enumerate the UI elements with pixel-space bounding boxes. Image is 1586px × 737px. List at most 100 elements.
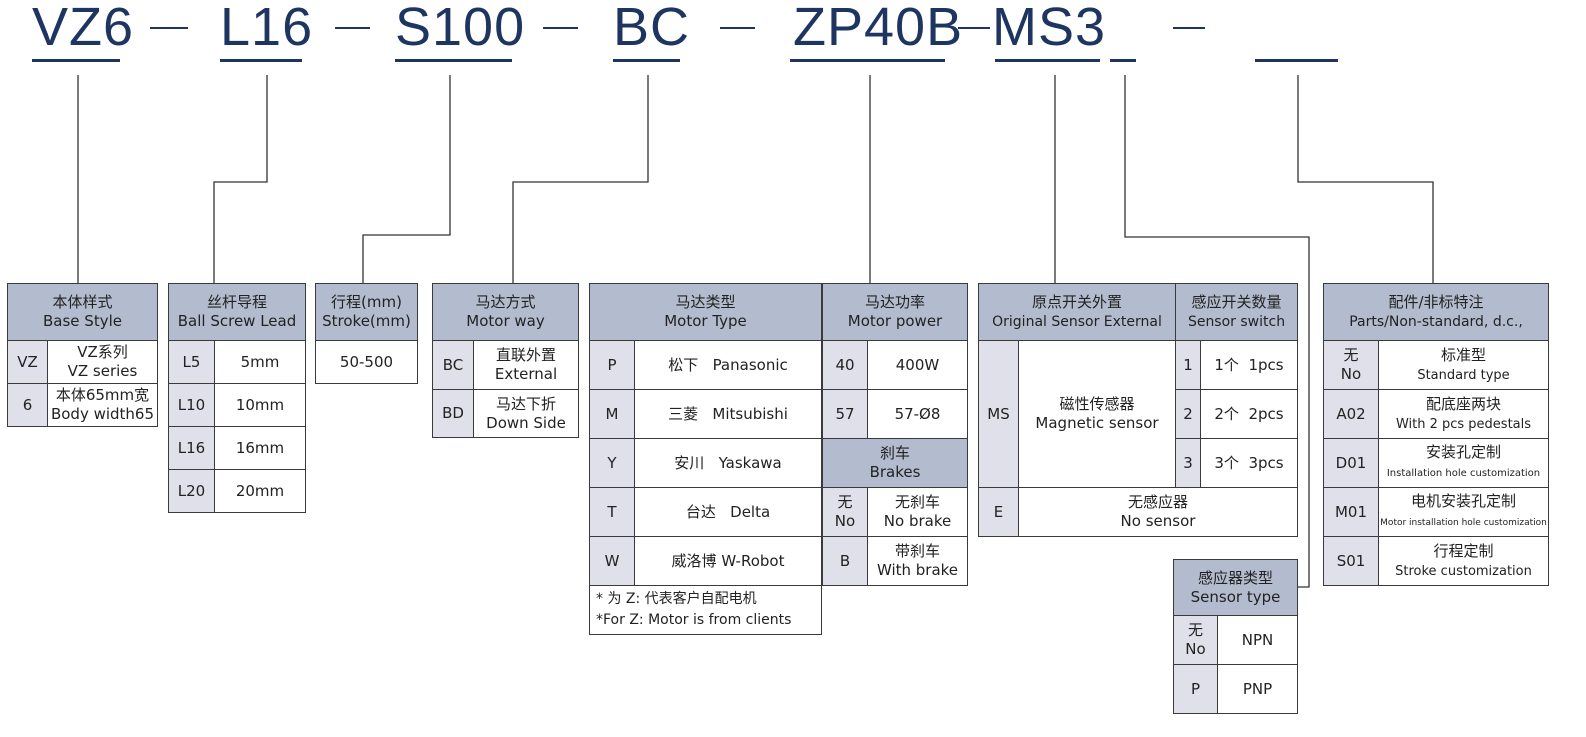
cell-text: Base Style	[43, 312, 122, 330]
cell-text: With brake	[876, 561, 959, 579]
option-code: 6	[7, 383, 48, 427]
code-lead: L16	[220, 0, 314, 57]
cell-text: Motor way	[466, 312, 545, 330]
code-sensor: MS3	[992, 0, 1107, 57]
option-code: E	[978, 487, 1019, 537]
code-motor: ZP40B	[793, 0, 964, 57]
underline	[220, 59, 302, 62]
cell-text: 感应开关数量	[1191, 292, 1282, 311]
cell-text: Brakes	[869, 463, 921, 481]
cell-text: Magnetic sensor	[1035, 414, 1159, 432]
cell-text: 三菱	[668, 404, 699, 423]
cell-text: 感应器类型	[1197, 568, 1273, 587]
cell-text: Sensor type	[1190, 587, 1281, 606]
cell-text: Panasonic	[712, 355, 788, 374]
option-code: 3	[1175, 438, 1202, 488]
cell-text: 原点开关外置	[1032, 292, 1123, 311]
underline	[995, 59, 1100, 62]
option-code: S01	[1323, 536, 1379, 586]
option-code: P	[589, 340, 635, 390]
code-stroke: S100	[395, 0, 526, 57]
cell-text: 行程定制	[1433, 541, 1494, 560]
cell-text: 丝杆导程	[206, 293, 267, 311]
cell-text: Motor installation hole customization	[1380, 517, 1547, 528]
option-code: 57	[822, 389, 868, 439]
cell-text: No	[1185, 640, 1206, 658]
cell-text: 松下	[668, 355, 699, 374]
option-code: A02	[1323, 389, 1379, 439]
underline	[613, 59, 680, 62]
cell-text: 马达类型	[675, 293, 736, 311]
cell-text: Motor Type	[664, 312, 747, 330]
option-code: 40	[822, 340, 868, 390]
code-motor-way: BC	[613, 0, 691, 57]
cell-text: Down Side	[486, 413, 566, 432]
motor-note: * 为 Z: 代表客户自配电机*For Z: Motor is from cli…	[589, 585, 822, 635]
cell-text: 本体样式	[52, 293, 113, 311]
cell-text: 无	[1343, 346, 1359, 364]
cell-text: VZ系列	[77, 343, 128, 361]
cell-text: 行程(mm)	[331, 293, 402, 311]
cell-text: Motor power	[847, 312, 943, 330]
cell-text: Sensor switch	[1187, 313, 1286, 330]
option-code: W	[589, 536, 635, 586]
option-code: M	[589, 389, 635, 439]
separator	[1173, 27, 1205, 29]
separator	[958, 27, 990, 29]
option-description: 配底座两块 With 2 pcs pedestals	[1378, 389, 1549, 439]
option-description: 20mm	[214, 469, 306, 513]
option-code: L16	[168, 426, 215, 470]
cell-text: With 2 pcs pedestals	[1395, 416, 1532, 432]
cell-text: No	[1340, 365, 1362, 383]
cell-text: 威洛博	[671, 551, 717, 570]
option-description: NPN	[1217, 615, 1298, 665]
underline	[395, 59, 512, 62]
option-code: 2	[1175, 389, 1202, 439]
option-description: 威洛博 W-Robot	[634, 536, 822, 586]
option-description: 16mm	[214, 426, 306, 470]
separator	[150, 27, 188, 29]
underline	[1110, 59, 1136, 62]
cell-text: No brake	[883, 512, 952, 530]
option-code: MS	[978, 340, 1019, 488]
table-header: 行程(mm)Stroke(mm)	[315, 283, 418, 341]
option-description: 1个 1pcs	[1200, 340, 1298, 390]
cell-text: No	[834, 512, 856, 530]
option-code: M01	[1323, 487, 1379, 537]
option-code: VZ	[7, 340, 48, 384]
cell-text: Body width65	[50, 405, 155, 423]
cell-text: Stroke(mm)	[322, 312, 411, 330]
cell-text: 配底座两块	[1425, 394, 1501, 413]
cell-text: Delta	[730, 502, 771, 521]
cell-text: Stroke customization	[1395, 563, 1532, 579]
option-code: Y	[589, 438, 635, 488]
option-code: L5	[168, 340, 215, 384]
cell-text: External	[494, 365, 558, 383]
option-code: BD	[432, 389, 474, 438]
cell-text: 无感应器	[1127, 493, 1188, 511]
option-code: D01	[1323, 438, 1379, 488]
option-description: 3个 3pcs	[1200, 438, 1298, 488]
option-code: T	[589, 487, 635, 537]
stroke-table: 行程(mm)Stroke(mm) 50-500	[315, 283, 418, 384]
option-description: 松下 Panasonic	[634, 340, 822, 390]
option-description: 2个 2pcs	[1200, 389, 1298, 439]
option-description: 三菱 Mitsubishi	[634, 389, 822, 439]
